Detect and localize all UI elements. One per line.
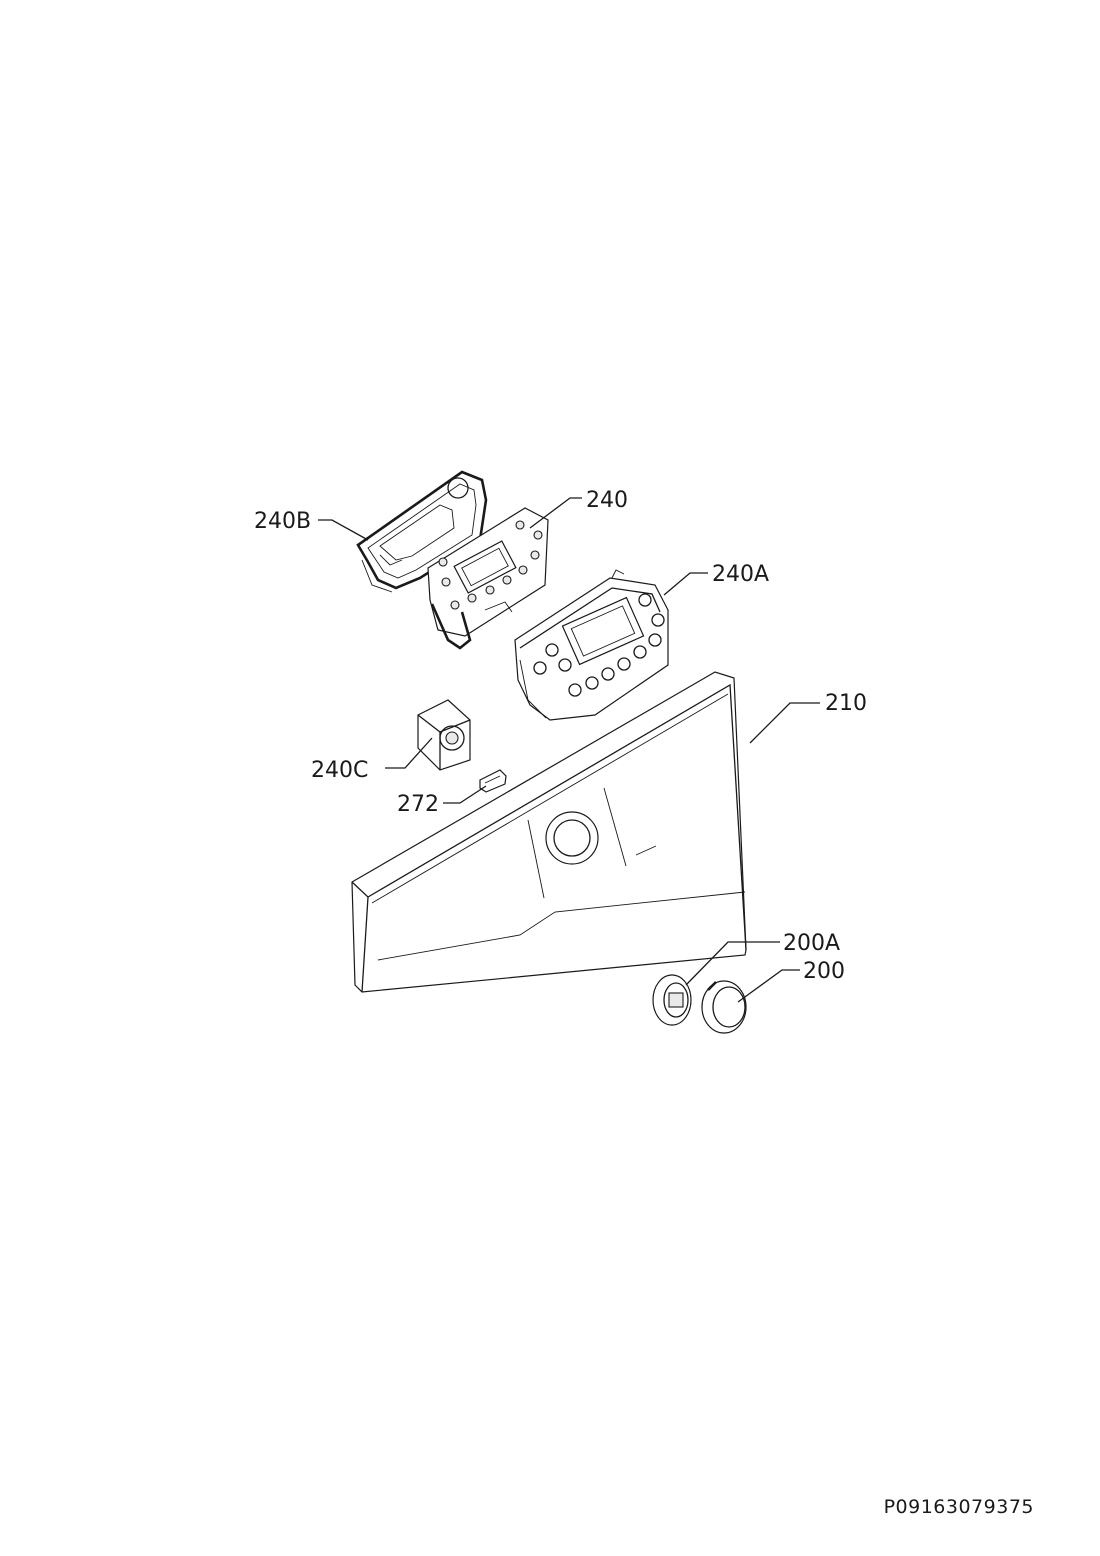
label-240: 240 [586, 488, 628, 513]
part-240A-panel-insert [514, 569, 669, 721]
label-210: 210 [825, 691, 867, 716]
board-buttons [438, 520, 543, 610]
part-200-knob [701, 980, 747, 1034]
label-200: 200 [803, 959, 845, 984]
label-240B: 240B [254, 509, 311, 534]
part-210-fascia [351, 671, 747, 993]
label-272: 272 [397, 792, 439, 817]
document-number: P09163079375 [883, 1496, 1034, 1518]
part-240-board [427, 507, 549, 650]
label-200A: 200A [783, 931, 840, 956]
part-240C-selector [417, 699, 471, 771]
label-240C: 240C [311, 758, 368, 783]
label-240A: 240A [712, 562, 769, 587]
panel-insert-buttons [533, 593, 665, 697]
part-272-clip [479, 769, 507, 793]
part-labels: 240B 240 240A 210 240C 272 200A 200 [254, 488, 867, 984]
part-200A-knob-base [652, 974, 692, 1026]
leader-lines [318, 497, 820, 1003]
